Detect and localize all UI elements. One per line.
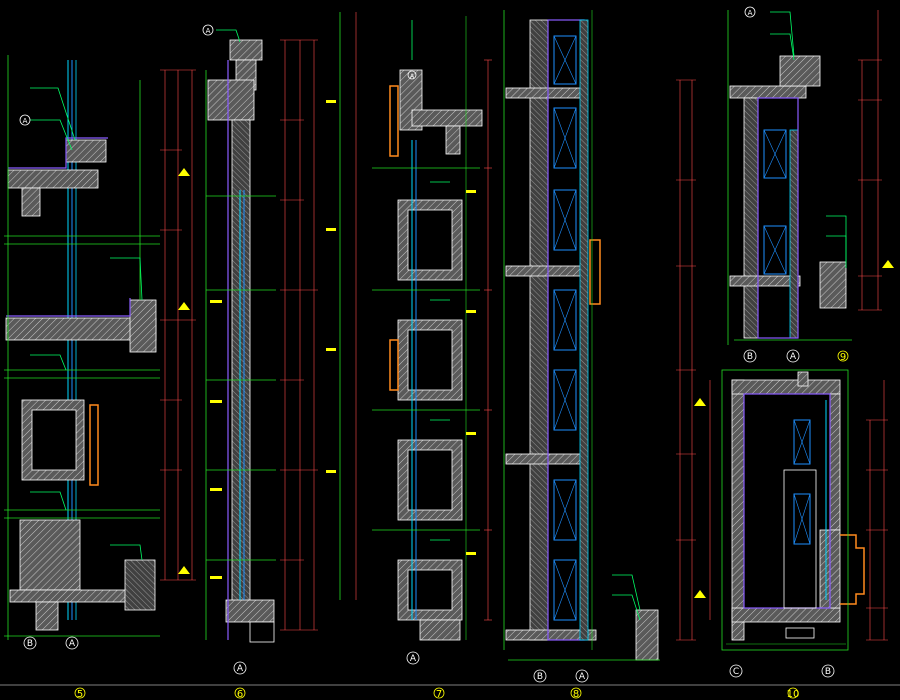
detail-number-6: 6	[237, 689, 243, 700]
top-axis-label-2: A	[410, 73, 415, 80]
top-axis-label-1: A	[206, 27, 211, 35]
detail-number-5: 5	[77, 689, 83, 700]
axis-label-5b: B	[27, 639, 33, 649]
detail-6-section	[205, 29, 318, 643]
detail-9-section	[727, 10, 894, 345]
axis-label-8b: B	[537, 672, 543, 682]
axis-bubble-group	[19, 6, 835, 683]
axis-label-7a: A	[410, 654, 417, 664]
detail-number-7: 7	[436, 689, 442, 700]
detail-number-10: 10	[787, 689, 800, 700]
detail-number-9: 9	[840, 352, 846, 363]
axis-label-5a: A	[69, 639, 76, 649]
detail-5-section	[4, 55, 196, 640]
top-axis-label-4: A	[748, 9, 753, 17]
detail-8-section	[503, 10, 696, 661]
detail-10-section	[694, 369, 888, 651]
top-axis-label-3: A	[23, 117, 28, 125]
detail-number-8: 8	[573, 689, 579, 700]
axis-label-6a: A	[237, 664, 244, 674]
axis-label-10b: B	[825, 667, 831, 677]
detail-7-section	[326, 12, 492, 641]
axis-label-9b: B	[747, 352, 753, 362]
axis-label-9a: A	[790, 352, 797, 362]
axis-label-8a: A	[579, 672, 586, 682]
axis-label-10c: C	[733, 667, 739, 677]
